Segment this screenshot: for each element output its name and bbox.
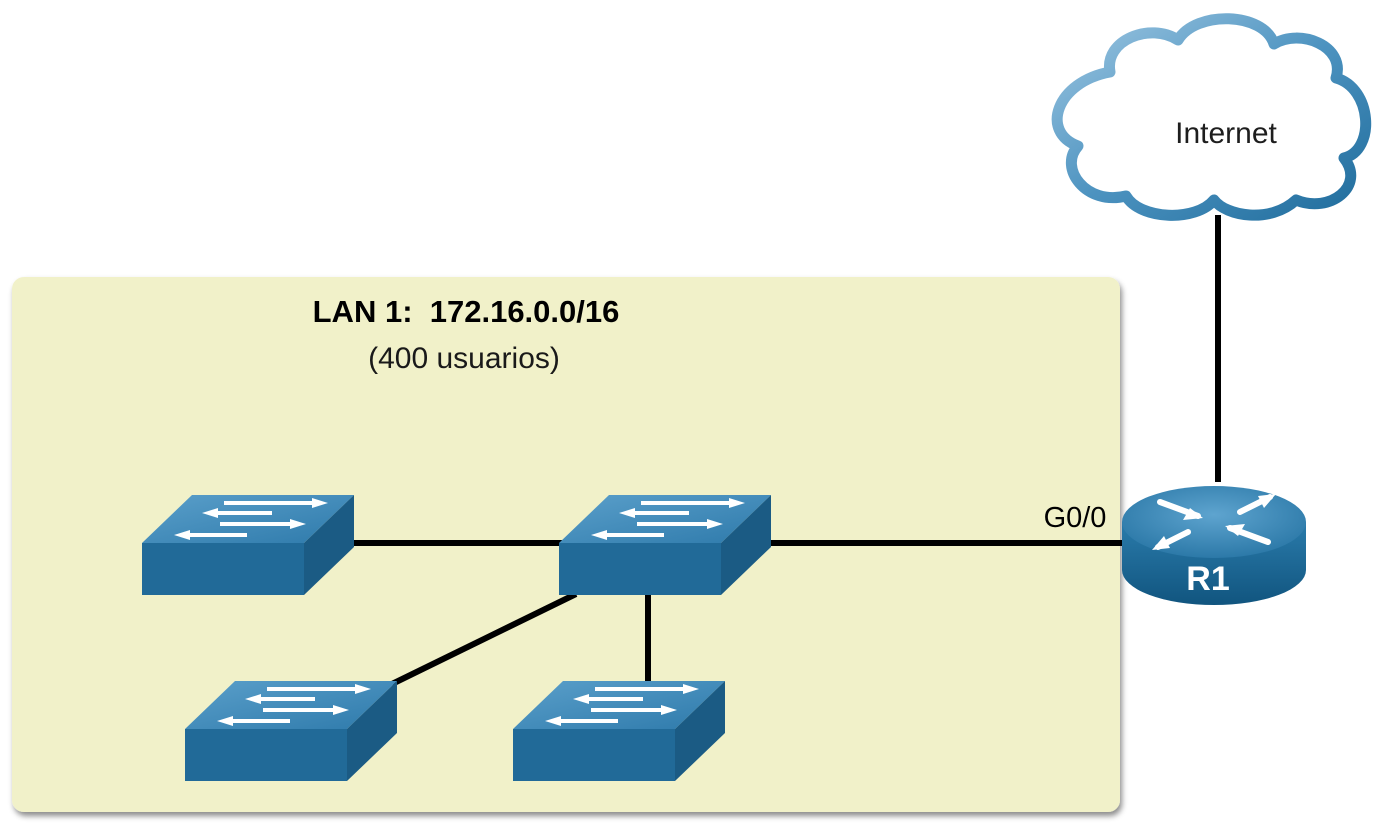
lan-subtitle: (400 usuarios) <box>368 342 560 375</box>
internet-label: Internet <box>1175 117 1277 150</box>
links <box>345 215 1221 687</box>
router-interface-label: G0/0 <box>1044 502 1107 534</box>
lan-title: LAN 1: 172.16.0.0/16 <box>313 294 620 329</box>
internet-cloud-icon: Internet <box>1051 13 1372 221</box>
router-r1-icon: R1 <box>1122 486 1306 605</box>
router-name: R1 <box>1186 560 1229 598</box>
link-switch2-switch3 <box>390 591 578 687</box>
